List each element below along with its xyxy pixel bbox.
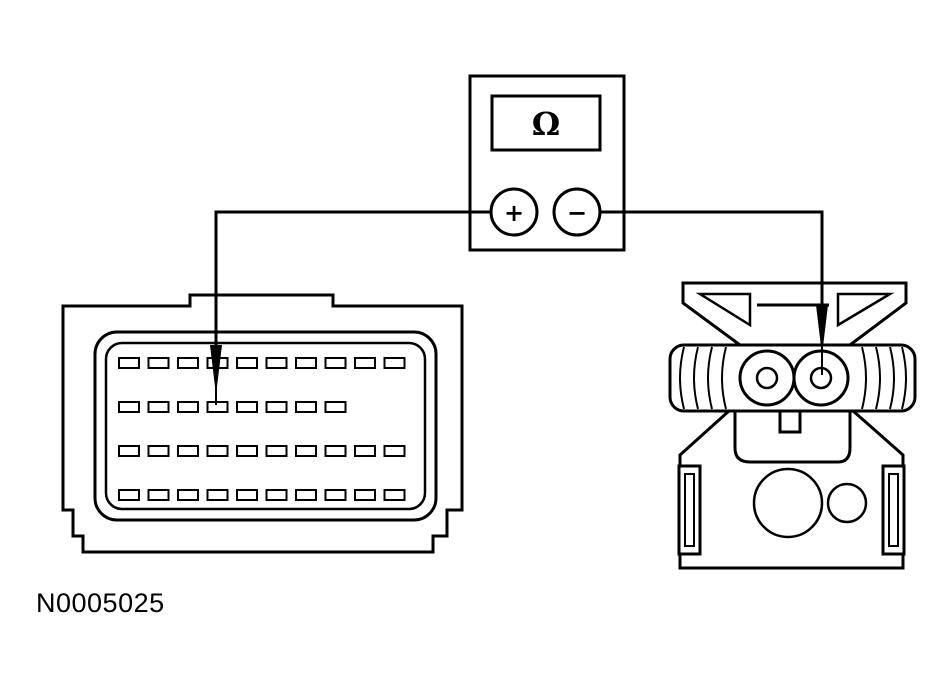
pin-cavity bbox=[118, 357, 140, 369]
pin-cavity bbox=[354, 357, 376, 369]
figure-id-label: N0005025 bbox=[36, 588, 165, 618]
multi-pin-connector bbox=[61, 293, 464, 554]
pin-cavity bbox=[265, 357, 288, 369]
negative-test-lead bbox=[600, 210, 824, 310]
barrel-rib bbox=[679, 346, 685, 410]
pin-cavity bbox=[177, 357, 199, 369]
pin-cavity bbox=[236, 357, 258, 369]
pin-cavity bbox=[177, 445, 199, 457]
pin-cavity bbox=[354, 445, 376, 457]
component-neck bbox=[733, 412, 852, 464]
pin-cavity bbox=[383, 489, 406, 501]
pin-cavity bbox=[118, 489, 140, 501]
pin-cavity bbox=[295, 357, 317, 369]
component-terminal-left-pin bbox=[755, 366, 779, 390]
right-latch-inner bbox=[888, 473, 899, 547]
pin-cavity bbox=[324, 401, 347, 413]
pin-cavity-grid bbox=[118, 357, 406, 501]
ohmmeter: Ω + − bbox=[468, 74, 626, 252]
component-slot bbox=[778, 410, 802, 434]
barrel-rib bbox=[889, 346, 895, 410]
ohm-symbol: Ω bbox=[532, 105, 560, 143]
pin-cavity bbox=[236, 489, 258, 501]
test-leads bbox=[210, 210, 828, 405]
barrel-ribs bbox=[679, 346, 907, 410]
pin-cavity bbox=[177, 489, 199, 501]
component-small-hole bbox=[826, 482, 868, 524]
pin-cavity bbox=[383, 445, 406, 457]
barrel-rib bbox=[707, 346, 713, 410]
pin-cavity bbox=[118, 445, 140, 457]
positive-test-lead bbox=[214, 210, 491, 352]
barrel-rib bbox=[721, 346, 727, 410]
left-clip-window bbox=[695, 292, 752, 328]
pin-cavity bbox=[147, 357, 170, 369]
barrel-rib bbox=[875, 346, 881, 410]
pin-cavity bbox=[265, 445, 288, 457]
two-pin-component bbox=[668, 281, 917, 570]
pin-cavity bbox=[206, 401, 229, 413]
pin-cavity bbox=[236, 401, 258, 413]
component-large-hole bbox=[752, 467, 824, 539]
pin-cavity bbox=[324, 357, 347, 369]
pin-cavity bbox=[324, 445, 347, 457]
pin-cavity bbox=[265, 489, 288, 501]
meter-display bbox=[490, 94, 602, 152]
pin-cavity bbox=[295, 401, 317, 413]
pin-cavity bbox=[236, 445, 258, 457]
pin-cavity bbox=[118, 401, 140, 413]
pin-cavity bbox=[147, 401, 170, 413]
negative-terminal-label: − bbox=[567, 199, 587, 227]
pin-cavity bbox=[206, 445, 229, 457]
pin-cavity bbox=[265, 401, 288, 413]
pin-cavity bbox=[147, 489, 170, 501]
pin-cavity bbox=[383, 357, 406, 369]
pin-cavity bbox=[324, 489, 347, 501]
left-latch-inner bbox=[684, 473, 695, 547]
positive-terminal-label: + bbox=[504, 199, 524, 227]
pin-cavity bbox=[147, 445, 170, 457]
pin-cavity bbox=[295, 489, 317, 501]
pin-cavity bbox=[295, 445, 317, 457]
pin-cavity bbox=[206, 489, 229, 501]
right-clip-window bbox=[836, 292, 895, 328]
component-top-clip bbox=[681, 281, 908, 347]
barrel-rib bbox=[861, 346, 867, 410]
pin-cavity bbox=[354, 489, 376, 501]
pin-cavity bbox=[177, 401, 199, 413]
connector-pin-field bbox=[104, 341, 427, 511]
barrel-rib bbox=[901, 346, 907, 410]
barrel-rib bbox=[693, 346, 699, 410]
